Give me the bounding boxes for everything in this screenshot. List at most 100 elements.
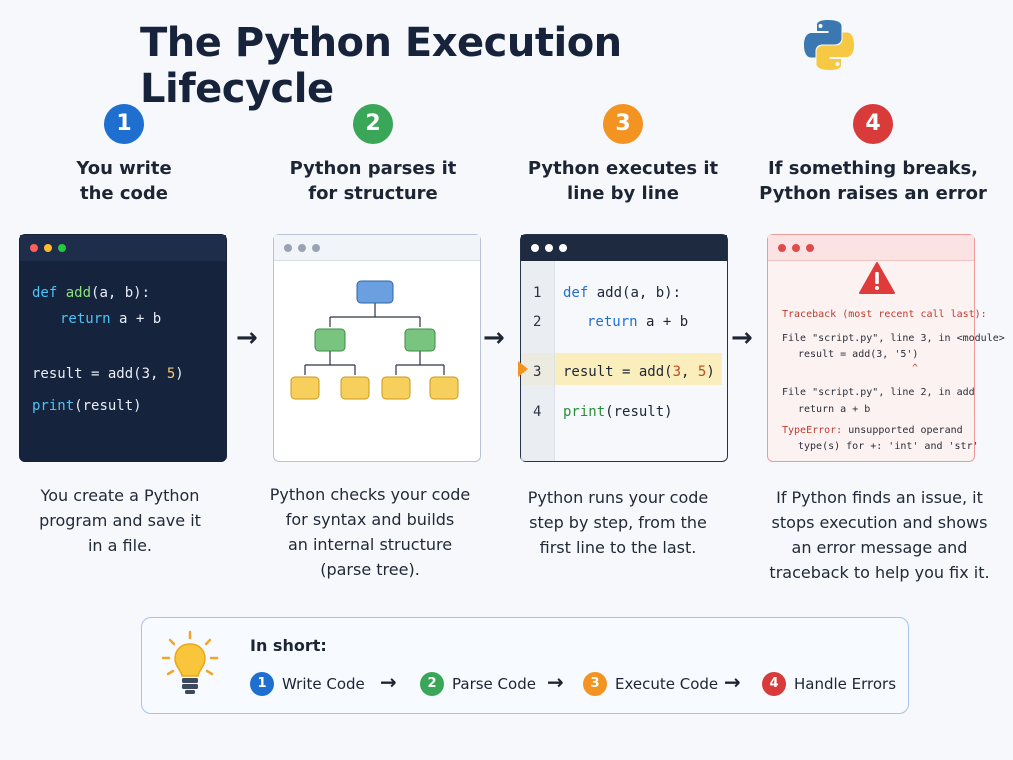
code-function: print	[32, 398, 75, 414]
step-badge: 1	[104, 104, 144, 144]
error-type: TypeError:	[782, 425, 843, 436]
code-text: ,	[681, 364, 698, 380]
step-3-header: 3 Python executes it line by line	[503, 104, 743, 206]
description-line: an error message and	[791, 538, 968, 557]
code-text: )	[175, 366, 184, 382]
code-editor-window: def add(a, b): return a + b result = add…	[19, 234, 227, 462]
code-keyword: def	[563, 285, 589, 301]
summary-arrow: →	[724, 670, 741, 694]
description-line: If Python finds an issue, it	[776, 488, 983, 507]
step-2-description: Python checks your code for syntax and b…	[250, 482, 490, 582]
summary-label: Handle Errors	[794, 675, 897, 693]
description-line: first line to the last.	[539, 538, 697, 557]
summary-step-errors: 4 Handle Errors	[762, 672, 896, 696]
line-number: 1	[533, 285, 542, 301]
window-dot-icon	[298, 243, 306, 252]
tree-leaf-node	[429, 376, 459, 400]
description-line: for syntax and builds	[285, 510, 455, 529]
line-number: 3	[533, 364, 542, 380]
flow-arrow: →	[236, 323, 258, 353]
line-number-gutter	[521, 261, 555, 461]
line-number: 2	[533, 314, 542, 330]
step-4-header: 4 If something breaks, Python raises an …	[753, 104, 993, 206]
step-2-header: 2 Python parses it for structure	[253, 104, 493, 206]
code-line: print(result)	[32, 398, 142, 414]
description-line: step by step, from the	[529, 513, 707, 532]
code-text: (result)	[74, 398, 142, 414]
minimize-dot-icon	[44, 244, 52, 252]
description-line: in a file.	[87, 536, 152, 555]
step-title-line: You write	[76, 158, 172, 179]
flow-arrow: →	[483, 323, 505, 353]
window-dot-icon	[531, 244, 539, 252]
page-title: The Python Execution Lifecycle	[140, 20, 622, 112]
lightbulb-icon	[161, 630, 219, 694]
summary-label: Write Code	[282, 675, 365, 693]
summary-heading: In short:	[250, 636, 327, 655]
step-1-header: 1 You write the code	[4, 104, 244, 206]
description-line: You create a Python	[40, 486, 200, 505]
window-dot-icon	[545, 244, 553, 252]
window-titlebar	[768, 235, 974, 261]
code-number: 5	[697, 364, 707, 380]
description-line: traceback to help you fix it.	[769, 563, 990, 582]
tree-leaf-node	[290, 376, 320, 400]
description-line: an internal structure	[287, 535, 453, 554]
current-line-pointer-icon	[518, 361, 528, 377]
error-caret: ^	[912, 363, 919, 374]
code-function: add	[65, 285, 92, 301]
python-logo-icon	[804, 20, 854, 70]
traceback-heading: Traceback (most recent call last):	[782, 309, 987, 320]
summary-arrow: →	[547, 670, 564, 694]
step-title-line: the code	[79, 183, 169, 204]
summary-badge: 1	[250, 672, 274, 696]
step-title: If something breaks, Python raises an er…	[753, 156, 993, 206]
parse-tree-window	[273, 234, 481, 462]
error-message: unsupported operand	[842, 425, 963, 436]
traceback-error: TypeError: unsupported operand	[782, 425, 963, 436]
code-text: a + b	[110, 311, 162, 327]
code-line: return a + b	[60, 311, 161, 327]
error-window: Traceback (most recent call last): File …	[767, 234, 1005, 462]
window-titlebar	[20, 235, 226, 261]
step-title-line: Python executes it	[527, 158, 719, 179]
step-title: You write the code	[4, 156, 244, 206]
traceback-frame: File "script.py", line 3, in <module>	[782, 333, 1005, 344]
step-1-description: You create a Python program and save it …	[0, 483, 240, 558]
summary-badge: 2	[420, 672, 444, 696]
summary-step-execute: 3 Execute Code	[583, 672, 718, 696]
tree-branch-node	[404, 328, 436, 352]
summary-step-parse: 2 Parse Code	[420, 672, 536, 696]
step-4-description: If Python finds an issue, it stops execu…	[758, 485, 1001, 585]
tree-edges	[304, 303, 445, 375]
code-line: def add(a, b):	[563, 285, 681, 301]
code-number: 3	[672, 364, 682, 380]
tree-leaf-node	[340, 376, 370, 400]
step-title-line: for structure	[308, 183, 438, 204]
error-message: type(s) for +: 'int' and 'str'	[798, 441, 979, 452]
code-line: def add(a, b):	[32, 285, 150, 301]
code-text: result = add(3,	[32, 366, 167, 382]
description-line: program and save it	[39, 511, 201, 530]
summary-step-write: 1 Write Code	[250, 672, 365, 696]
step-3-description: Python runs your code step by step, from…	[498, 485, 738, 560]
step-title-line: Python raises an error	[759, 183, 987, 204]
description-line: Python checks your code	[269, 485, 471, 504]
summary-label: Execute Code	[615, 675, 719, 693]
description-line: Python runs your code	[527, 488, 709, 507]
summary-label: Parse Code	[452, 675, 536, 693]
code-number: 5	[166, 366, 176, 382]
close-dot-icon	[30, 244, 38, 252]
code-text: )	[706, 364, 715, 380]
window-dot-icon	[559, 244, 567, 252]
code-text: add(a, b):	[588, 285, 682, 301]
window-dot-icon	[792, 243, 800, 252]
tree-leaf-node	[381, 376, 411, 400]
description-line: stops execution and shows	[771, 513, 988, 532]
code-text: result = add(	[563, 364, 673, 380]
summary-box: In short: 1 Write Code → 2 Parse Code → …	[141, 617, 909, 714]
code-function: print	[563, 404, 606, 420]
step-badge: 4	[853, 104, 893, 144]
code-line: result = add(3, 5)	[32, 366, 184, 382]
traceback-code: return a + b	[798, 404, 871, 415]
